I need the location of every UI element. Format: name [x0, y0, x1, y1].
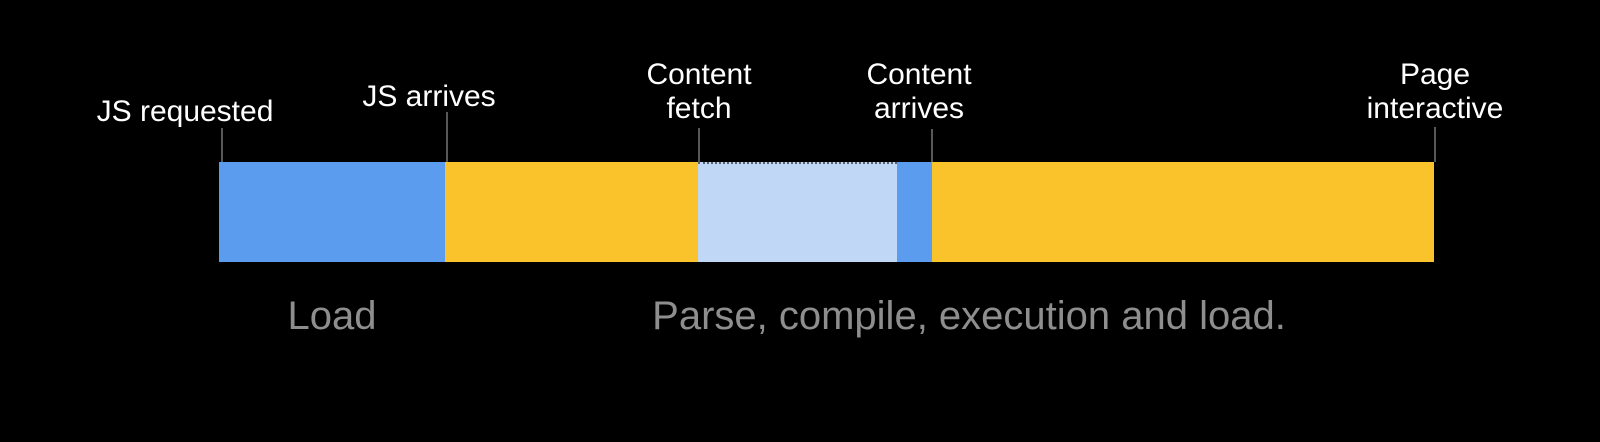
- milestone-label-line: JS arrives: [362, 80, 496, 113]
- milestone-label-js-requested: JS requested: [97, 95, 274, 129]
- timeline-bar: [219, 162, 1434, 262]
- tick-js-arrives: [446, 112, 448, 162]
- milestone-label-line: JS requested: [96, 95, 274, 128]
- tick-content-fetch: [698, 128, 700, 162]
- milestone-label-content-arrives: Content arrives: [866, 58, 971, 126]
- segment-content-fetch: [698, 162, 897, 262]
- milestone-label-line: fetch: [666, 92, 732, 125]
- phase-label-parse-compile-execute-load: Parse, compile, execution and load.: [652, 294, 1286, 338]
- tick-page-interactive: [1434, 127, 1436, 162]
- milestone-label-line: Content: [646, 58, 752, 91]
- tick-js-requested: [221, 128, 223, 162]
- segment-parse-compile-2: [932, 162, 1434, 262]
- milestone-label-line: Page: [1399, 58, 1471, 91]
- milestone-label-js-arrives: JS arrives: [362, 80, 495, 114]
- milestone-label-line: Content: [866, 58, 972, 91]
- tick-content-arrives: [931, 129, 933, 162]
- phase-label-load: Load: [287, 294, 377, 338]
- segment-js-request-download: [219, 162, 445, 262]
- segment-parse-compile-1: [445, 162, 698, 262]
- milestone-label-page-interactive: Page interactive: [1367, 58, 1504, 126]
- segment-content-arrives: [897, 162, 932, 262]
- milestone-label-line: arrives: [873, 92, 965, 125]
- milestone-label-content-fetch: Content fetch: [646, 58, 751, 126]
- milestone-label-line: interactive: [1366, 92, 1504, 125]
